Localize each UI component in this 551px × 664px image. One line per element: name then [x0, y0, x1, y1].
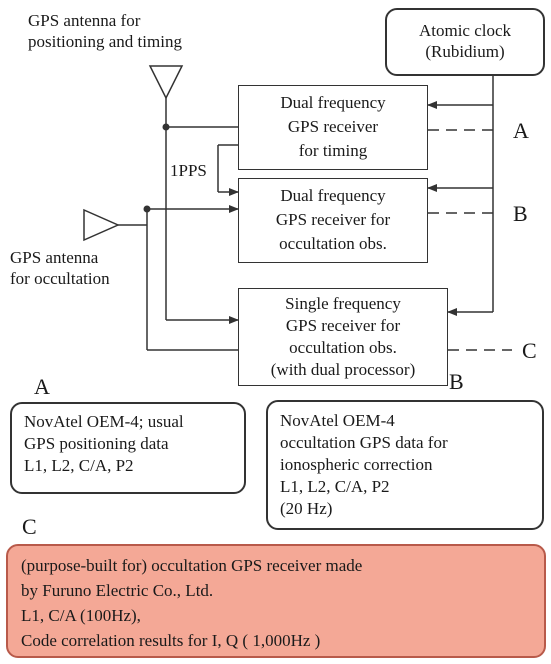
output-letter-b: B — [513, 201, 528, 226]
output-letter-c: C — [522, 338, 537, 363]
receiver-timing-label: Dual frequency GPS receiver for timing — [280, 93, 386, 160]
junction-dot — [162, 123, 170, 131]
note-letter-c: C — [22, 514, 37, 539]
left-antenna-icon — [83, 208, 120, 242]
note-a-box: NovAtel OEM-4; usual GPS positioning dat… — [10, 402, 246, 494]
receiver-occultation-single-label: Single frequency GPS receiver for occult… — [270, 294, 416, 379]
receiver-occultation-dual-box: Dual frequency GPS receiver for occultat… — [238, 178, 428, 263]
pps-label: 1PPS — [170, 161, 207, 180]
note-c-text: (purpose-built for) occultation GPS rece… — [21, 556, 363, 650]
top-antenna-icon — [148, 65, 184, 100]
note-a-text: NovAtel OEM-4; usual GPS positioning dat… — [24, 412, 184, 475]
note-b-box: NovAtel OEM-4 occultation GPS data for i… — [266, 400, 544, 530]
atomic-clock-box: Atomic clock (Rubidium) — [385, 8, 545, 76]
note-letter-b: B — [449, 369, 464, 394]
antenna-positioning-label: GPS antenna for positioning and timing — [28, 11, 182, 51]
note-letter-a: A — [34, 374, 50, 399]
note-b-text: NovAtel OEM-4 occultation GPS data for i… — [280, 411, 448, 518]
receiver-occultation-dual-label: Dual frequency GPS receiver for occultat… — [275, 186, 391, 253]
receiver-occultation-single-box: Single frequency GPS receiver for occult… — [238, 288, 448, 386]
note-c-box: (purpose-built for) occultation GPS rece… — [6, 544, 546, 658]
atomic-clock-label: Atomic clock (Rubidium) — [418, 21, 512, 61]
antenna-occultation-label: GPS antenna for occultation — [10, 248, 110, 288]
junction-dot — [143, 205, 151, 213]
output-letter-a: A — [513, 118, 529, 143]
receiver-timing-box: Dual frequency GPS receiver for timing — [238, 85, 428, 170]
